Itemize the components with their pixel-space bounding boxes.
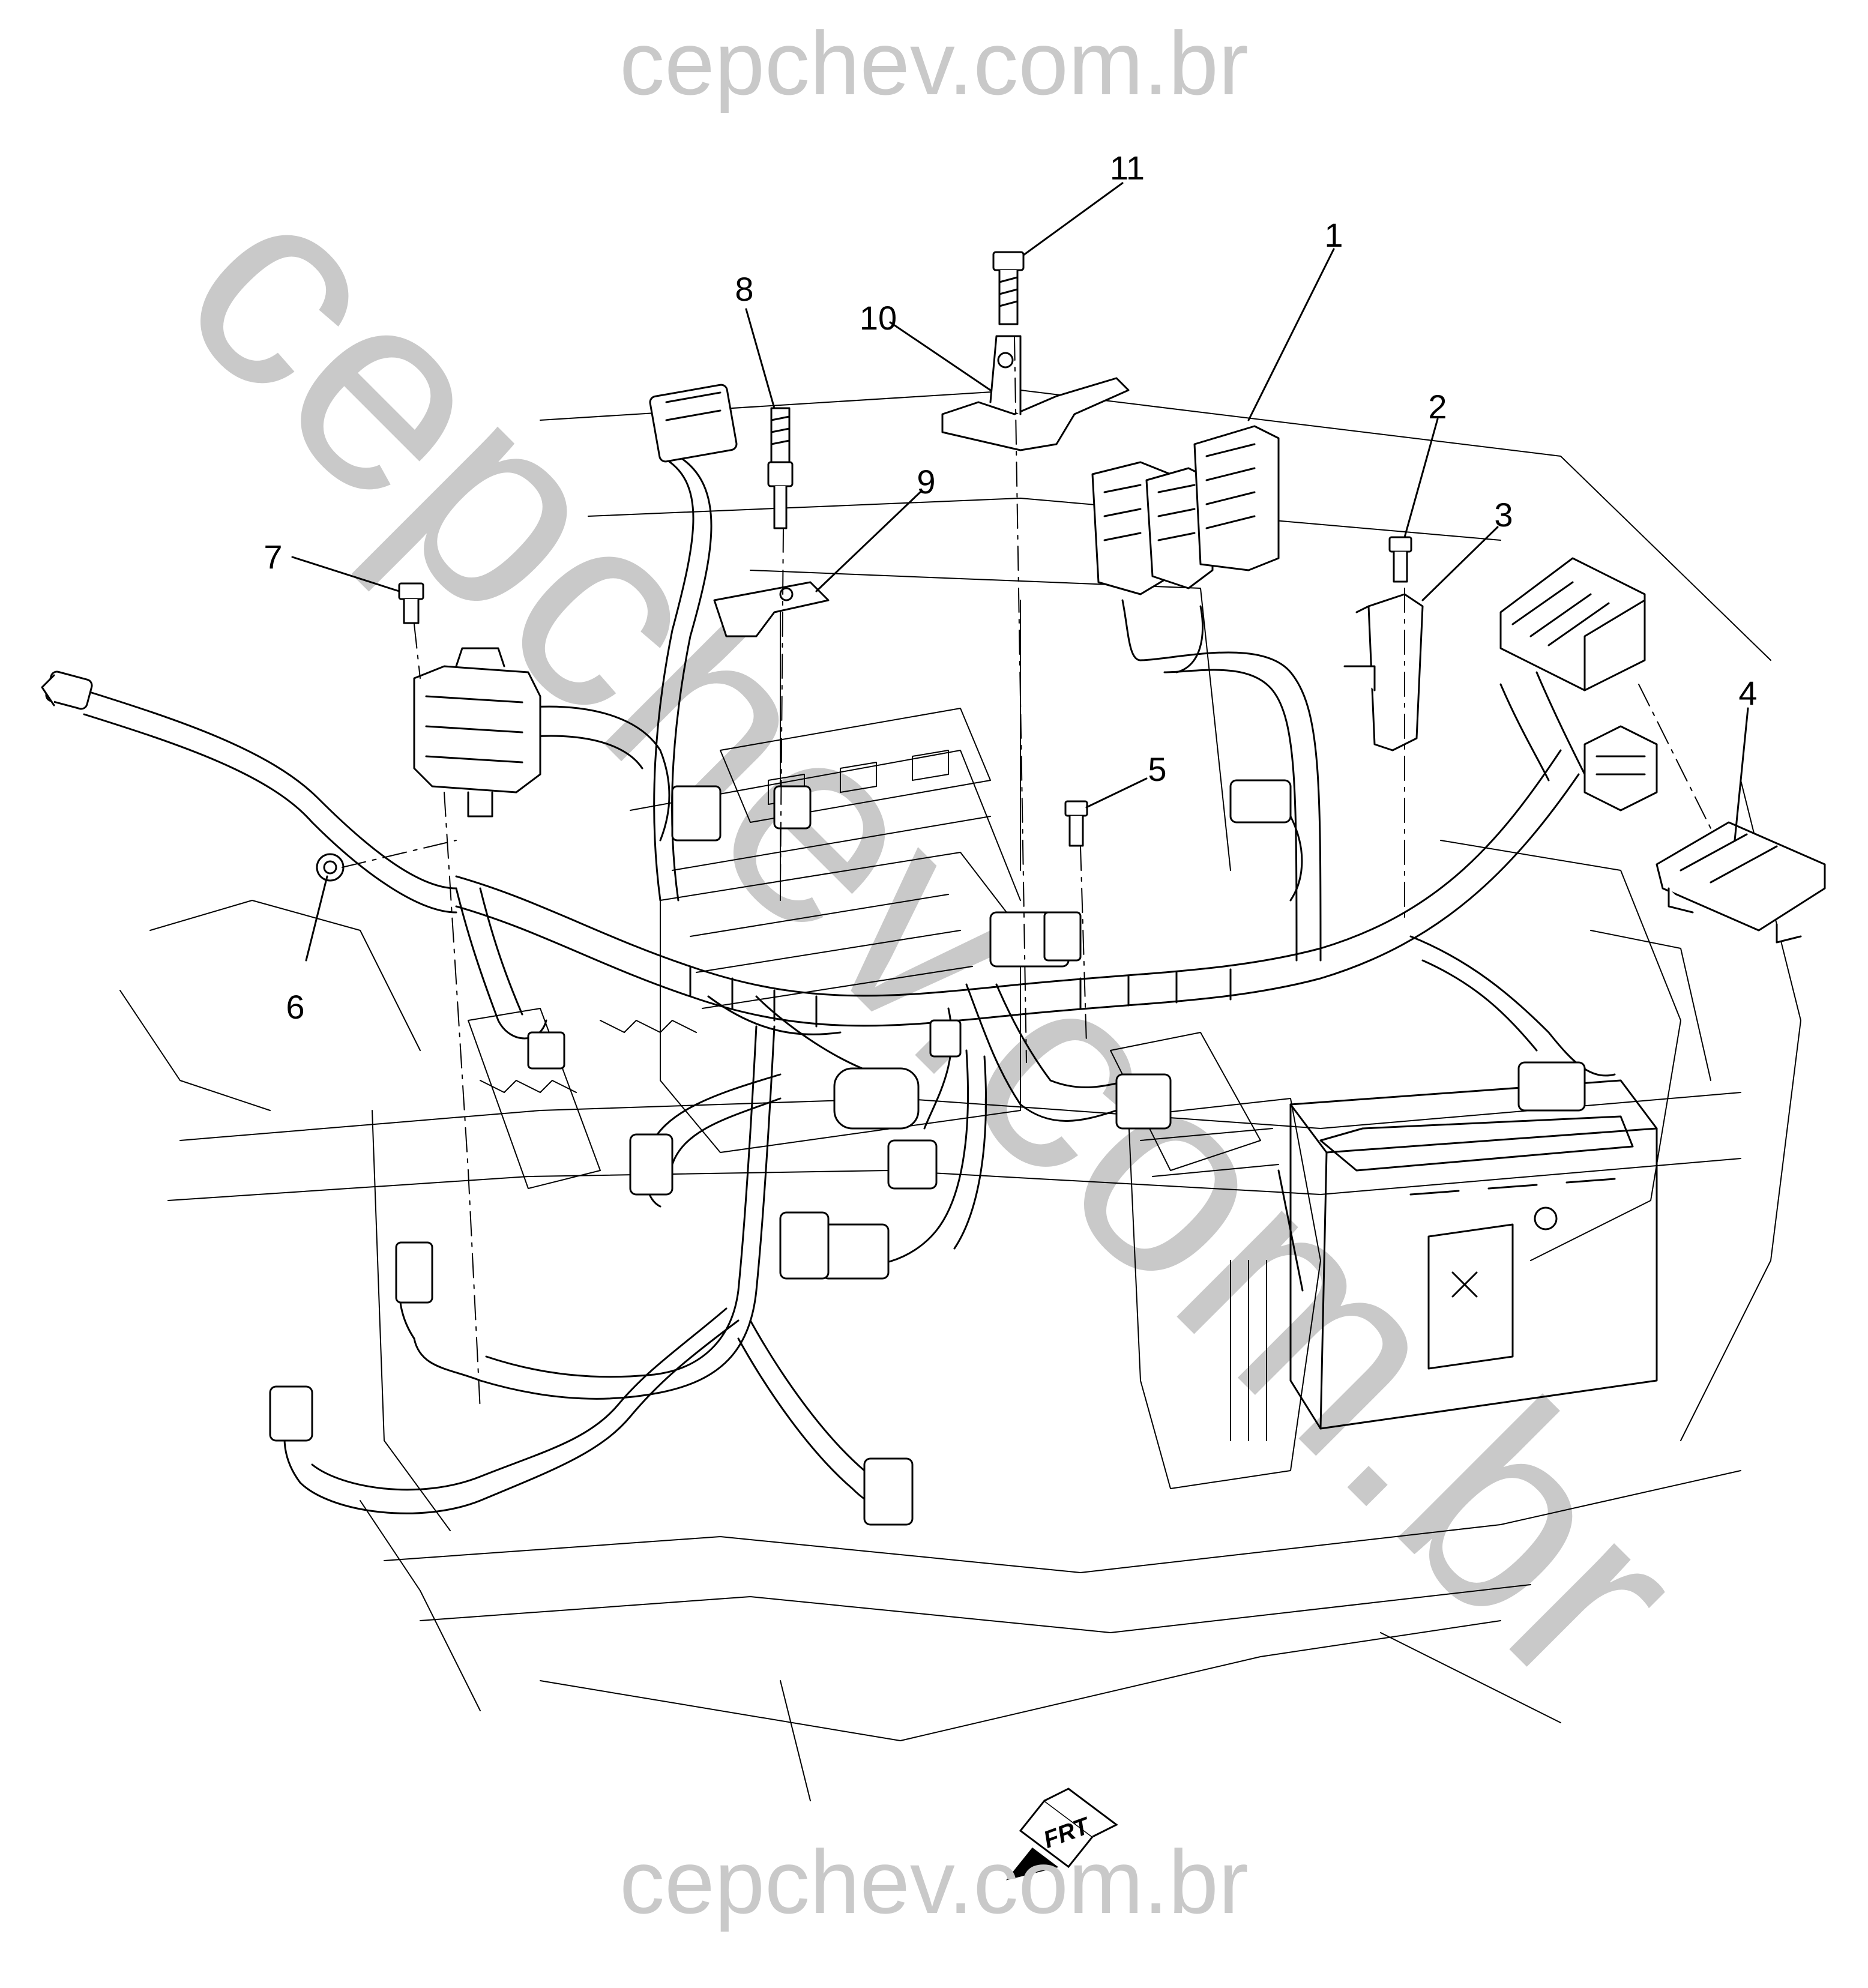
callout-4: 4 bbox=[1738, 674, 1758, 712]
front-arrow-icon bbox=[1006, 1788, 1118, 1881]
harness-branch-right bbox=[1409, 671, 1616, 1077]
callout-7: 7 bbox=[264, 538, 283, 576]
callout-2: 2 bbox=[1428, 388, 1447, 426]
connectors bbox=[41, 384, 1586, 1526]
callout-3: 3 bbox=[1494, 496, 1513, 534]
engine-block bbox=[468, 708, 1261, 1189]
alignment-lines bbox=[342, 336, 1711, 1411]
callout-6: 6 bbox=[286, 988, 305, 1026]
relay-block bbox=[413, 647, 541, 818]
battery-tray bbox=[1128, 1098, 1321, 1489]
module-cover bbox=[1656, 821, 1826, 944]
junction-block bbox=[1499, 557, 1646, 691]
ecm-modules bbox=[1091, 425, 1280, 595]
callout-1: 1 bbox=[1324, 216, 1343, 254]
harness-bracket-3 bbox=[1343, 593, 1424, 752]
callout-10: 10 bbox=[859, 299, 897, 337]
harness-bracket-10 bbox=[941, 335, 1130, 451]
callout-5: 5 bbox=[1148, 750, 1167, 788]
callout-11: 11 bbox=[1109, 149, 1145, 187]
watermark-bottom: cepchev.com.br bbox=[619, 1831, 1249, 1932]
callout-8: 8 bbox=[735, 270, 754, 308]
harness-branch-left bbox=[83, 689, 547, 1040]
harness-branch-up-right bbox=[1121, 599, 1322, 962]
battery bbox=[1277, 1079, 1658, 1430]
callout-9: 9 bbox=[917, 463, 936, 501]
leader-lines bbox=[291, 182, 1749, 962]
watermark-top: cepchev.com.br bbox=[619, 13, 1249, 113]
harness-bracket-9 bbox=[713, 581, 830, 637]
fasteners bbox=[316, 251, 1412, 882]
connector-upper-right bbox=[1583, 725, 1658, 812]
